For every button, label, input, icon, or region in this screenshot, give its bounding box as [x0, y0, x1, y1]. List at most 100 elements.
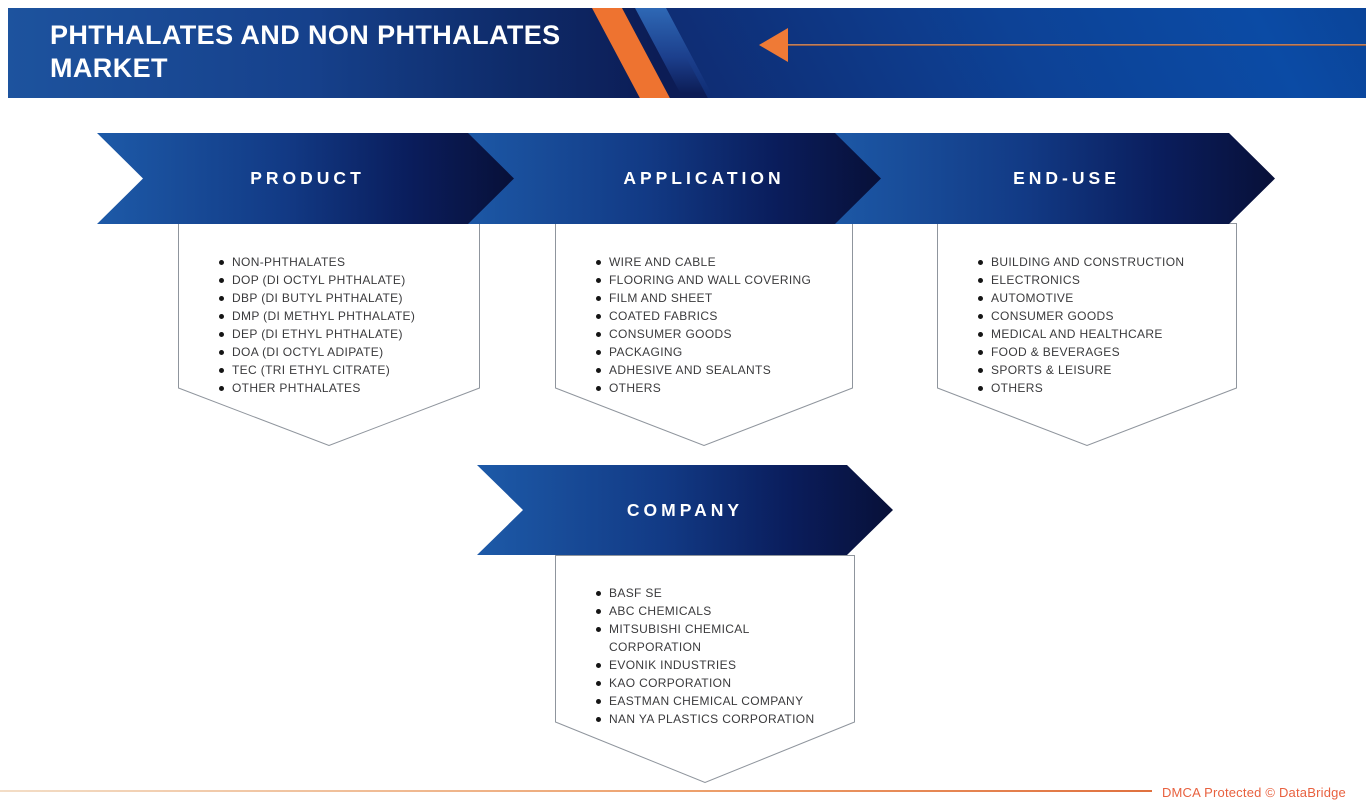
- list-item-label: OTHERS: [991, 381, 1044, 395]
- list-item-label: OTHER PHTHALATES: [232, 381, 361, 395]
- bullet-icon: [596, 680, 601, 686]
- list-item-label: NAN YA PLASTICS CORPORATION: [609, 712, 815, 726]
- list-item-label: ADHESIVE AND SEALANTS: [609, 363, 772, 377]
- list-item-label: EVONIK INDUSTRIES: [609, 658, 737, 672]
- list-item: TEC (TRI ETHYL CITRATE): [219, 361, 472, 379]
- list-item: CONSUMER GOODS: [978, 307, 1229, 325]
- list-item-label: FOOD & BEVERAGES: [991, 345, 1120, 359]
- bullet-icon: [978, 295, 983, 301]
- list-item-label: NON-PHTHALATES: [232, 255, 346, 269]
- list-item: EASTMAN CHEMICAL COMPANY: [596, 692, 825, 710]
- left-arrow-icon: [759, 28, 788, 62]
- list-item-label: AUTOMOTIVE: [991, 291, 1074, 305]
- bullet-icon: [596, 313, 601, 319]
- list-item: MEDICAL AND HEALTHCARE: [978, 325, 1229, 343]
- list-item: FILM AND SHEET: [596, 289, 845, 307]
- list-item-label: DOP (DI OCTYL PHTHALATE): [232, 273, 406, 287]
- list-item-label: MEDICAL AND HEALTHCARE: [991, 327, 1163, 341]
- list-item: KAO CORPORATION: [596, 674, 825, 692]
- list-item: OTHERS: [978, 379, 1229, 397]
- list-item: DOP (DI OCTYL PHTHALATE): [219, 271, 472, 289]
- list-item: OTHER PHTHALATES: [219, 379, 472, 397]
- bullet-icon: [219, 277, 224, 283]
- dmca-protected-label: DMCA Protected © DataBridge: [1161, 785, 1346, 800]
- bullet-icon: [596, 367, 601, 373]
- list-item: PACKAGING: [596, 343, 845, 361]
- bullet-icon: [978, 313, 983, 319]
- ribbon-end-use-label: END-USE: [1013, 168, 1120, 188]
- ribbon-product-label: PRODUCT: [250, 168, 365, 188]
- arrow-tail-line: [788, 44, 1366, 46]
- list-item: BUILDING AND CONSTRUCTION: [978, 253, 1229, 271]
- list-item: NAN YA PLASTICS CORPORATION: [596, 710, 825, 728]
- page-title-line1: PHTHALATES AND NON PHTHALATES: [50, 20, 561, 50]
- list-item-label: TEC (TRI ETHYL CITRATE): [232, 363, 391, 377]
- header-banner: PHTHALATES AND NON PHTHALATES MARKET: [8, 8, 1366, 98]
- application-list: WIRE AND CABLE FLOORING AND WALL COVERIN…: [555, 223, 853, 397]
- list-item: SPORTS & LEISURE: [978, 361, 1229, 379]
- bullet-icon: [596, 590, 601, 596]
- list-item: ELECTRONICS: [978, 271, 1229, 289]
- company-list: BASF SE ABC CHEMICALS MITSUBISHI CHEMICA…: [555, 555, 855, 728]
- list-item-label: EASTMAN CHEMICAL COMPANY: [609, 694, 804, 708]
- list-item: DOA (DI OCTYL ADIPATE): [219, 343, 472, 361]
- bullet-icon: [219, 313, 224, 319]
- list-item: FOOD & BEVERAGES: [978, 343, 1229, 361]
- list-item-label: BASF SE: [609, 586, 663, 600]
- ribbon-end-use: END-USE: [822, 133, 1275, 224]
- list-item-label: MITSUBISHI CHEMICAL CORPORATION: [609, 622, 750, 654]
- bullet-icon: [596, 331, 601, 337]
- bullet-icon: [596, 626, 601, 632]
- list-item-label: DBP (DI BUTYL PHTHALATE): [232, 291, 403, 305]
- list-item: COATED FABRICS: [596, 307, 845, 325]
- list-item: DMP (DI METHYL PHTHALATE): [219, 307, 472, 325]
- list-item-label: BUILDING AND CONSTRUCTION: [991, 255, 1185, 269]
- bullet-icon: [978, 349, 983, 355]
- bullet-icon: [596, 349, 601, 355]
- list-item-label: DMP (DI METHYL PHTHALATE): [232, 309, 416, 323]
- page-title-line2: MARKET: [50, 53, 168, 83]
- bullet-icon: [219, 331, 224, 337]
- list-item-label: COATED FABRICS: [609, 309, 718, 323]
- application-listbox: WIRE AND CABLE FLOORING AND WALL COVERIN…: [555, 223, 853, 446]
- bullet-icon: [596, 716, 601, 722]
- bullet-icon: [978, 277, 983, 283]
- page-title: PHTHALATES AND NON PHTHALATES MARKET: [50, 19, 561, 85]
- list-item-label: FLOORING AND WALL COVERING: [609, 273, 812, 287]
- bullet-icon: [596, 259, 601, 265]
- product-listbox: NON-PHTHALATES DOP (DI OCTYL PHTHALATE) …: [178, 223, 480, 446]
- footer-divider-line: [0, 790, 1152, 792]
- bullet-icon: [219, 349, 224, 355]
- bullet-icon: [596, 295, 601, 301]
- list-item: WIRE AND CABLE: [596, 253, 845, 271]
- ribbon-application-label: APPLICATION: [623, 168, 785, 188]
- product-list: NON-PHTHALATES DOP (DI OCTYL PHTHALATE) …: [178, 223, 480, 397]
- list-item-label: DOA (DI OCTYL ADIPATE): [232, 345, 384, 359]
- bullet-icon: [978, 367, 983, 373]
- bullet-icon: [596, 277, 601, 283]
- list-item-label: ELECTRONICS: [991, 273, 1081, 287]
- list-item: DEP (DI ETHYL PHTHALATE): [219, 325, 472, 343]
- company-listbox: BASF SE ABC CHEMICALS MITSUBISHI CHEMICA…: [555, 555, 855, 783]
- list-item: CONSUMER GOODS: [596, 325, 845, 343]
- list-item-label: CONSUMER GOODS: [991, 309, 1114, 323]
- list-item: AUTOMOTIVE: [978, 289, 1229, 307]
- list-item: ADHESIVE AND SEALANTS: [596, 361, 845, 379]
- list-item: EVONIK INDUSTRIES: [596, 656, 825, 674]
- list-item-label: FILM AND SHEET: [609, 291, 713, 305]
- list-item-label: OTHERS: [609, 381, 662, 395]
- bullet-icon: [219, 259, 224, 265]
- bullet-icon: [219, 385, 224, 391]
- list-item-label: SPORTS & LEISURE: [991, 363, 1112, 377]
- list-item: ABC CHEMICALS: [596, 602, 825, 620]
- end-use-list: BUILDING AND CONSTRUCTION ELECTRONICS AU…: [937, 223, 1237, 397]
- bullet-icon: [978, 331, 983, 337]
- bullet-icon: [978, 259, 983, 265]
- list-item-label: DEP (DI ETHYL PHTHALATE): [232, 327, 403, 341]
- list-item-label: WIRE AND CABLE: [609, 255, 716, 269]
- ribbon-company: COMPANY: [477, 465, 893, 555]
- ribbon-application: APPLICATION: [455, 133, 881, 224]
- end-use-listbox: BUILDING AND CONSTRUCTION ELECTRONICS AU…: [937, 223, 1237, 446]
- bullet-icon: [596, 608, 601, 614]
